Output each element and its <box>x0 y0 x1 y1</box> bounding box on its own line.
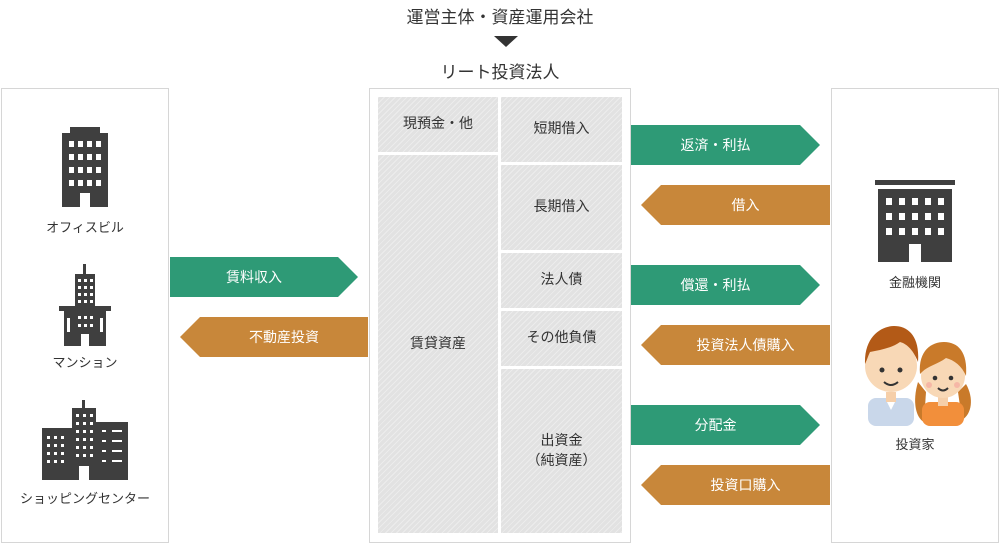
office-building-label: オフィスビル <box>46 221 124 236</box>
unit-purchase-label: 投資口購入 <box>710 478 781 494</box>
equity-cell: 出資金 （純資産） <box>501 369 622 533</box>
rental-assets-label: 賃貸資産 <box>410 335 466 352</box>
equity-label: 出資金 <box>540 432 583 449</box>
financial-institution-icon <box>875 180 955 262</box>
borrowing-label: 借入 <box>731 198 760 214</box>
financial-institution-label: 金融機関 <box>888 276 941 291</box>
distribution-arrow: 分配金 <box>631 405 820 445</box>
real-estate-investment-label: 不動産投資 <box>249 330 319 346</box>
investor-label: 投資家 <box>895 438 935 453</box>
down-triangle-icon <box>494 36 518 47</box>
shopping-center-icon <box>42 400 128 480</box>
cash-and-other-cell: 現預金・他 <box>378 97 498 152</box>
long-term-borrowing-label: 長期借入 <box>533 199 590 216</box>
stakeholder-panel <box>831 88 999 543</box>
investors-icon <box>864 326 971 426</box>
redemption-interest-label: 償還・利払 <box>680 278 751 294</box>
distribution-label: 分配金 <box>694 418 737 434</box>
short-term-borrowing-label: 短期借入 <box>533 121 590 138</box>
rent-income-label: 賃料収入 <box>226 270 282 286</box>
bond-purchase-label: 投資法人債購入 <box>696 338 795 354</box>
borrowing-arrow: 借入 <box>641 185 830 225</box>
cash-and-other-label: 現預金・他 <box>403 116 473 133</box>
mansion-icon <box>59 264 111 346</box>
other-liabilities-cell: その他負債 <box>501 311 622 366</box>
long-term-borrowing-cell: 長期借入 <box>501 165 622 250</box>
repayment-interest-arrow: 返済・利払 <box>631 125 820 165</box>
other-liabilities-label: その他負債 <box>526 330 597 347</box>
asset-manager-title: 運営主体・資産運用会社 <box>406 8 594 28</box>
real-estate-investment-arrow: 不動産投資 <box>180 317 368 357</box>
corporate-bonds-cell: 法人債 <box>501 253 622 308</box>
net-assets-label: （純資産） <box>526 453 597 469</box>
short-term-borrowing-cell: 短期借入 <box>501 97 622 162</box>
unit-purchase-arrow: 投資口購入 <box>641 465 830 505</box>
bond-purchase-arrow: 投資法人債購入 <box>641 325 830 365</box>
rent-income-arrow: 賃料収入 <box>170 257 358 297</box>
repayment-interest-label: 返済・利払 <box>680 138 751 154</box>
mansion-label: マンション <box>52 356 118 371</box>
redemption-interest-arrow: 償還・利払 <box>631 265 820 305</box>
office-building-icon <box>62 127 108 207</box>
corporate-bonds-label: 法人債 <box>540 272 583 289</box>
rental-assets-cell: 賃貸資産 <box>378 155 498 533</box>
shopping-center-label: ショッピングセンター <box>19 492 150 507</box>
reit-title: リート投資法人 <box>440 63 560 83</box>
